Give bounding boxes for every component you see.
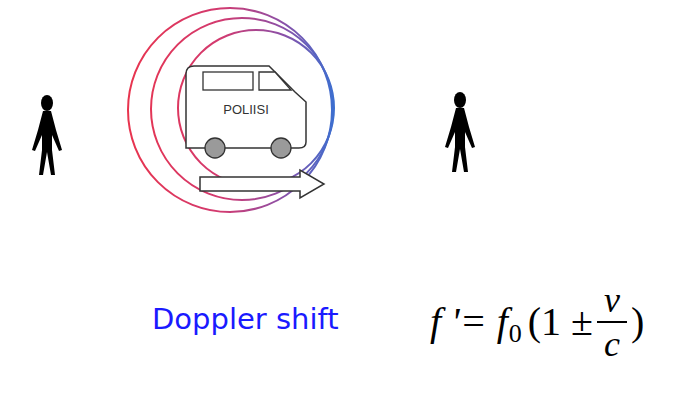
van-wheel bbox=[271, 138, 291, 158]
wave-front bbox=[151, 18, 333, 200]
police-van: POLIISI bbox=[185, 62, 307, 152]
van-body bbox=[186, 66, 306, 148]
formula-text: f '= f bbox=[430, 302, 508, 342]
numerator-symbol: v bbox=[604, 282, 620, 318]
wave-front bbox=[178, 30, 334, 186]
formula-text: (1 ± bbox=[528, 302, 593, 342]
fraction-bar bbox=[597, 321, 627, 323]
van-window bbox=[259, 72, 291, 90]
fraction: v c bbox=[597, 282, 627, 362]
van-window bbox=[203, 72, 253, 90]
caption-label: Doppler shift bbox=[152, 305, 339, 334]
formula-text: ) bbox=[631, 302, 644, 342]
stick-figure bbox=[32, 95, 62, 175]
numerator: v bbox=[604, 282, 620, 318]
motion-arrow bbox=[200, 170, 324, 198]
formula: v c f '= f0(1 ±) bbox=[430, 282, 644, 362]
wave-front bbox=[128, 8, 332, 212]
denominator: c bbox=[604, 326, 620, 362]
van-label: POLIISI bbox=[185, 102, 307, 117]
subscript: 0 bbox=[509, 321, 522, 347]
denominator-symbol: c bbox=[604, 326, 620, 362]
van-wheel bbox=[205, 138, 225, 158]
stick-figure bbox=[445, 92, 475, 172]
